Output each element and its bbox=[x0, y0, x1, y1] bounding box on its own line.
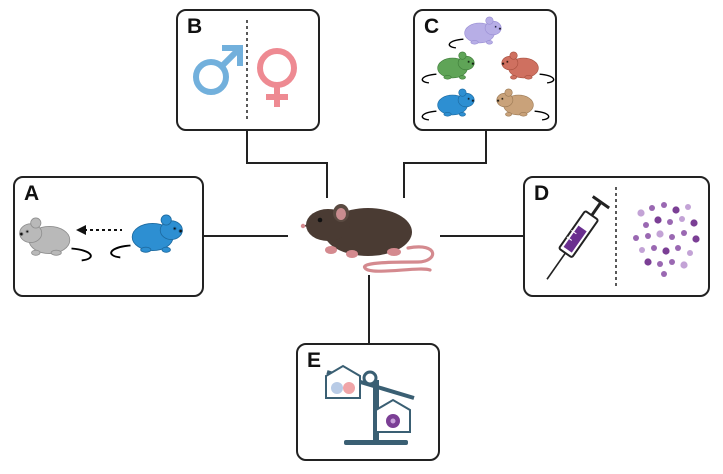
connector-lines bbox=[203, 130, 524, 344]
particle bbox=[672, 206, 680, 214]
particle bbox=[687, 250, 693, 256]
female-symbol-icon bbox=[257, 48, 297, 107]
panel-a-letter: A bbox=[24, 182, 39, 205]
connector-c bbox=[403, 130, 487, 198]
particle bbox=[667, 219, 673, 225]
panel-e-letter: E bbox=[307, 349, 321, 372]
particle bbox=[654, 216, 662, 224]
particle bbox=[692, 235, 700, 243]
particle bbox=[669, 234, 675, 240]
panel-e: E bbox=[296, 343, 440, 461]
connector-b bbox=[246, 130, 328, 198]
particle bbox=[643, 222, 649, 228]
panel-b-letter: B bbox=[187, 15, 202, 38]
syringe-icon bbox=[546, 195, 610, 280]
panel-b: B bbox=[176, 9, 320, 131]
particle bbox=[645, 233, 651, 239]
particle bbox=[661, 271, 667, 277]
house-with-cell-icon bbox=[375, 398, 411, 433]
particle bbox=[649, 205, 655, 211]
panel-d-letter: D bbox=[534, 182, 549, 205]
particle bbox=[661, 202, 667, 208]
house-with-cells-icon bbox=[325, 364, 361, 399]
panel-a-frame bbox=[13, 176, 204, 297]
particle bbox=[633, 235, 639, 241]
particle-cluster-icon bbox=[633, 202, 700, 277]
brown-mouse-icon bbox=[300, 204, 435, 273]
panel-c-letter: C bbox=[424, 15, 439, 38]
particle bbox=[690, 219, 698, 227]
particle bbox=[680, 261, 688, 269]
particle bbox=[685, 204, 691, 210]
particle bbox=[681, 230, 687, 236]
panel-d: D bbox=[523, 176, 710, 297]
particle bbox=[651, 245, 657, 251]
particle bbox=[656, 230, 664, 238]
particle bbox=[669, 259, 675, 265]
dotted-arrow-left-icon bbox=[76, 225, 122, 235]
particle bbox=[662, 247, 670, 255]
particle bbox=[637, 209, 645, 217]
panel-c: C bbox=[413, 9, 557, 131]
particle bbox=[675, 245, 681, 251]
particle bbox=[644, 258, 652, 266]
male-symbol-icon bbox=[193, 45, 243, 95]
panel-a: A bbox=[13, 176, 204, 297]
particle bbox=[639, 247, 645, 253]
particle bbox=[679, 216, 685, 222]
center-mouse bbox=[300, 204, 435, 273]
particle bbox=[657, 261, 663, 267]
